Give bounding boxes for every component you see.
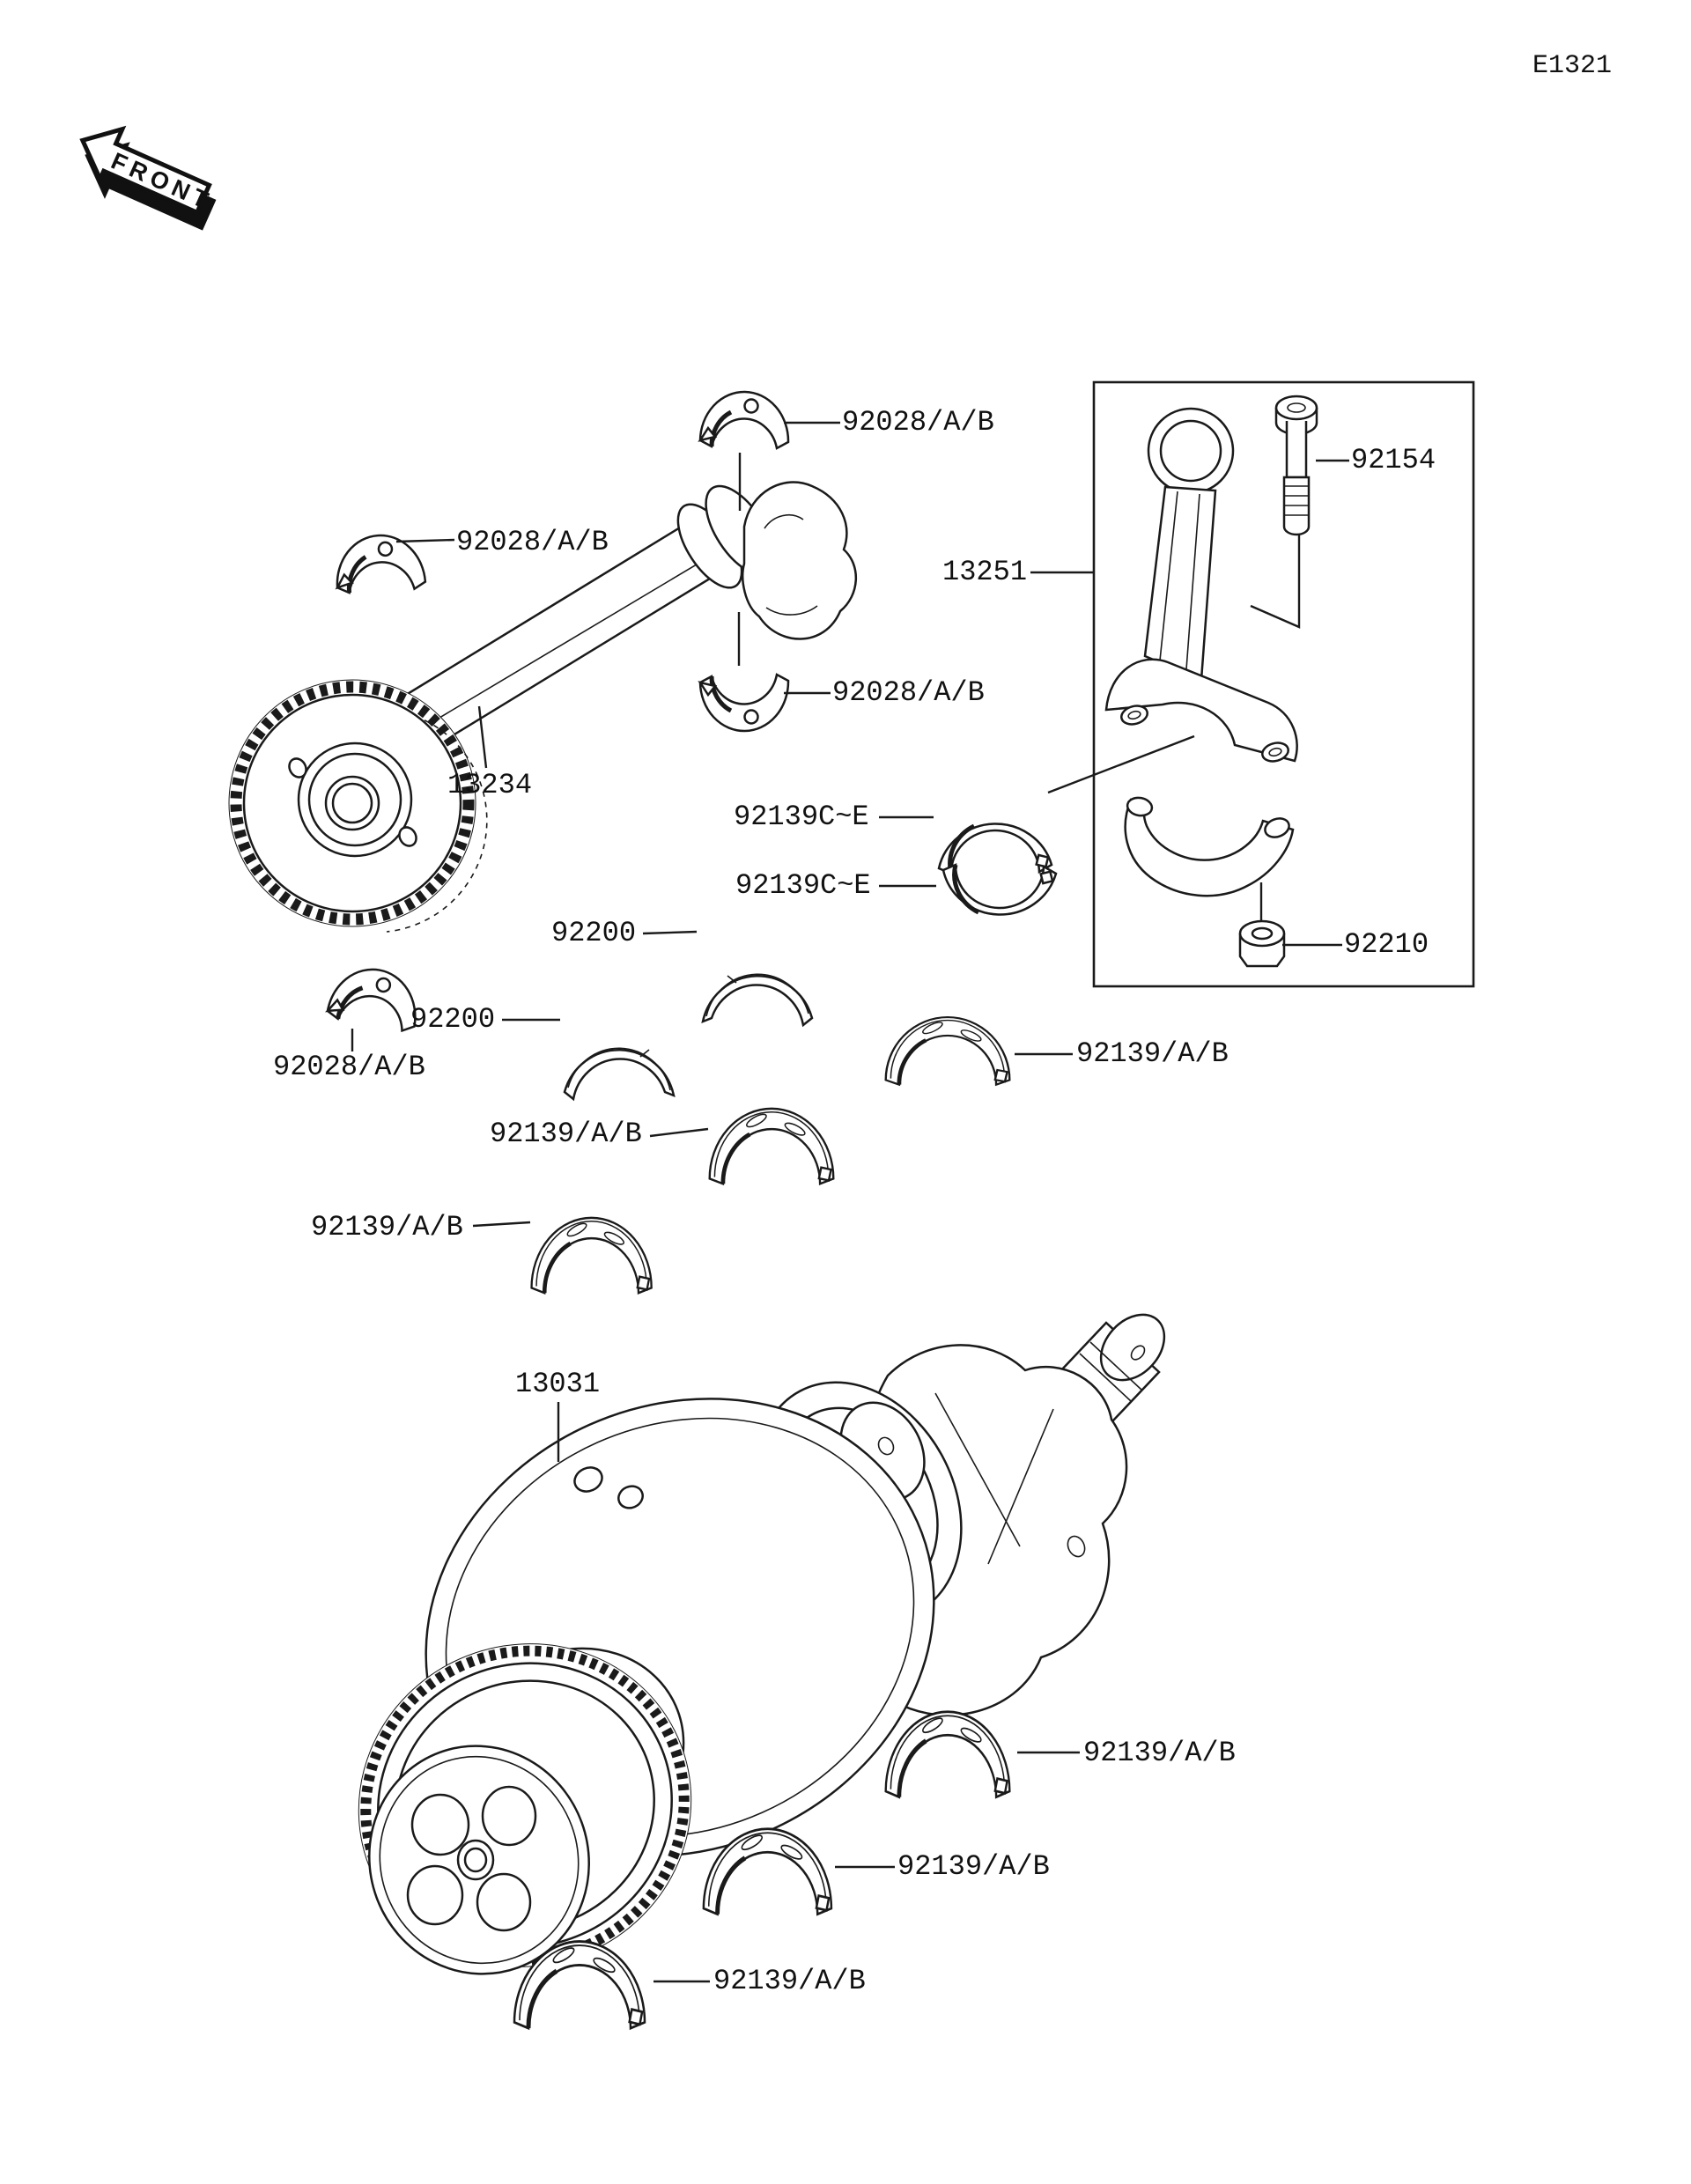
part-label-92154: 92154 [1351, 444, 1436, 476]
part-label-92210: 92210 [1344, 928, 1429, 961]
part-label-92139ab-mid-right: 92139/A/B [1076, 1037, 1229, 1070]
part-label-92139ab-mid-center: 92139/A/B [490, 1118, 642, 1150]
bearing-92028-mid [700, 675, 788, 731]
bearing-92139-mid-left [532, 1218, 652, 1293]
part-label-13031: 13031 [515, 1368, 601, 1400]
bearing-92139-mid-center [710, 1109, 834, 1184]
part-label-92139ce-lower: 92139C~E [735, 869, 871, 902]
part-label-92139ab-bot-left: 92139/A/B [713, 1965, 866, 1997]
part-label-92028ab-gear: 92028/A/B [273, 1051, 425, 1083]
bearing-92139-bot-right [886, 1712, 1010, 1797]
part-label-92028ab-top: 92028/A/B [842, 406, 994, 439]
rod-nut-drawing [1238, 882, 1286, 968]
part-label-92200-upper: 92200 [551, 917, 637, 949]
part-label-92139ab-mid-left: 92139/A/B [311, 1211, 463, 1243]
bearing-92139-mid-right [886, 1017, 1010, 1085]
rod-group-box [1092, 380, 1475, 988]
part-label-92028ab-left: 92028/A/B [456, 526, 609, 558]
part-label-13234: 13234 [447, 769, 533, 801]
balancer-shaft-drawing [228, 453, 857, 933]
label-leader-lines [351, 421, 1349, 1983]
bearing-92028-gear [327, 963, 423, 1033]
washer-92200-lower [563, 1047, 676, 1101]
bearing-92028-top [700, 392, 788, 448]
rod-bolt-drawing [1250, 395, 1318, 629]
part-label-92200-lower: 92200 [410, 1003, 496, 1036]
page-code: E1321 [1532, 51, 1613, 81]
washer-92200-upper [701, 973, 814, 1027]
connecting-rod-drawing [1047, 380, 1475, 988]
part-label-92139ab-bot-center: 92139/A/B [897, 1850, 1050, 1883]
crankshaft-drawing [358, 1313, 1166, 1975]
part-label-92139ab-bot-right: 92139/A/B [1083, 1737, 1236, 1769]
part-label-13251: 13251 [942, 556, 1028, 588]
part-label-92028ab-mid: 92028/A/B [832, 676, 985, 709]
front-arrow: FRONT [79, 125, 217, 231]
part-label-92139ce-upper: 92139C~E [734, 801, 869, 833]
